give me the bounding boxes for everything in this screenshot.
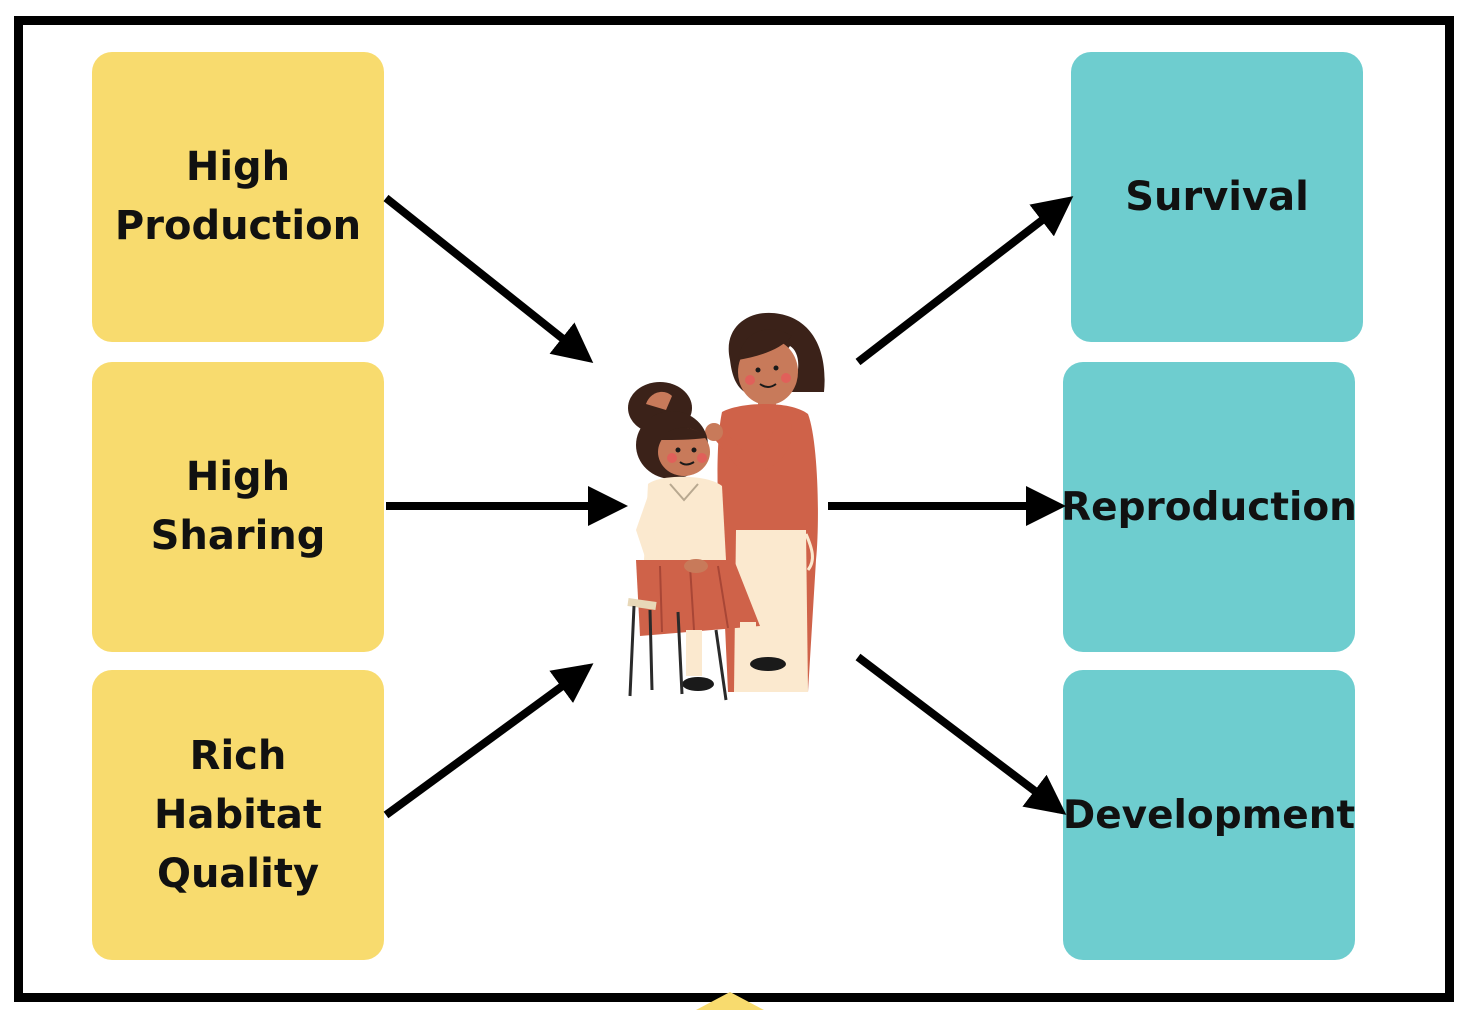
outcome-box-development: Development [1063,670,1355,960]
outcome-box-reproduction: Reproduction [1061,362,1357,652]
outcome-label: Survival [1125,174,1309,220]
arrow-center-to-development [855,653,1067,815]
input-box-high-sharing: High Sharing [92,362,384,652]
outcome-box-survival: Survival [1071,52,1363,342]
outcome-label: Reproduction [1061,484,1357,530]
outcome-label: Development [1062,792,1356,838]
mother-child-illustration-icon [627,312,825,701]
arrow-high-production-to-center [383,194,594,363]
input-label: High Sharing [150,454,326,559]
arrow-center-to-survival [855,196,1074,366]
input-label: Rich Habitat Quality [153,732,323,897]
arrow-rich-habitat-to-center [383,663,594,819]
slide-marker-triangle [696,992,764,1010]
input-label: High Production [114,144,362,249]
input-box-high-production: High Production [92,52,384,342]
input-box-rich-habitat-quality: Rich Habitat Quality [92,670,384,960]
